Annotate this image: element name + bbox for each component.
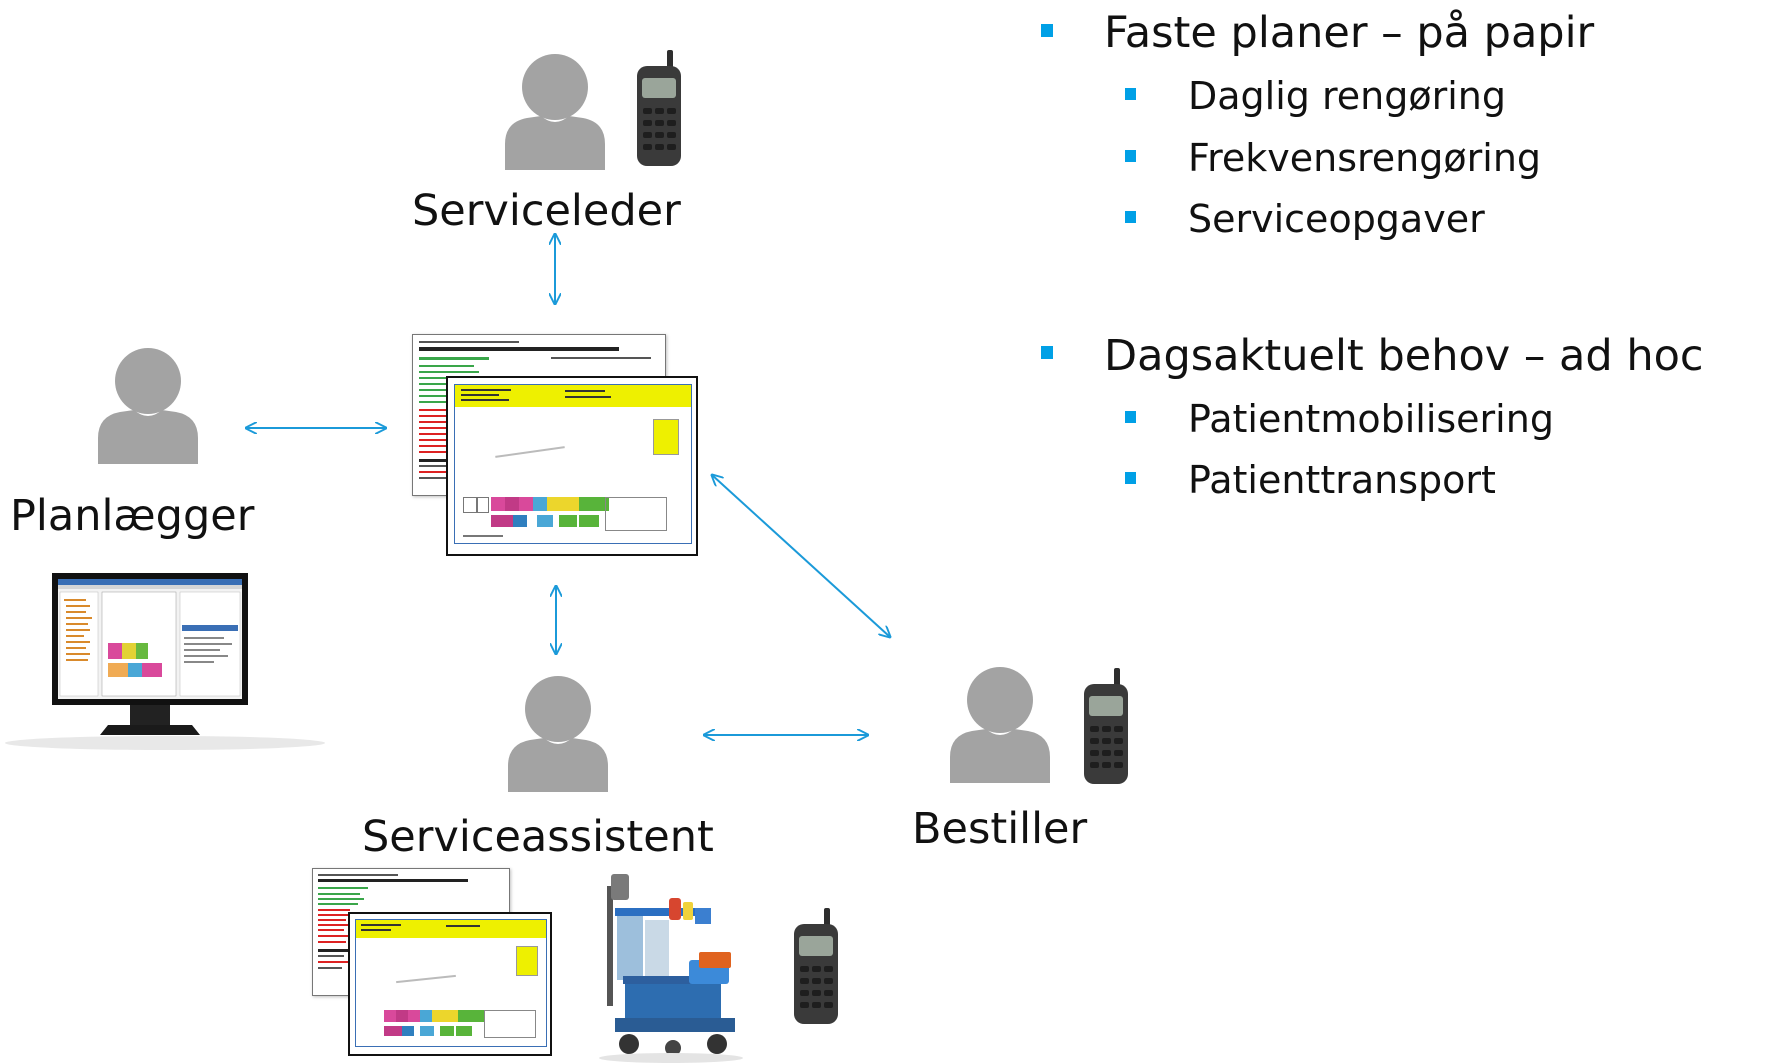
sub-bullet-frekvensrengoering: Frekvensrengøring (1188, 136, 1542, 180)
sub-bullet-marker (1125, 411, 1136, 423)
bullet-marker (1041, 346, 1053, 359)
cleaning-cart-icon (599, 874, 743, 1063)
planlaegger-person-icon (98, 348, 198, 464)
serviceleder-label: Serviceleder (412, 186, 681, 236)
serviceassistent-mobile-phone-icon (794, 908, 838, 1024)
sub-bullet-patienttransport: Patienttransport (1188, 458, 1496, 502)
sub-bullet-marker (1125, 472, 1136, 484)
sub-bullet-serviceopgaver: Serviceopgaver (1188, 197, 1485, 241)
bullet-faste-planer: Faste planer – på papir (1104, 8, 1595, 58)
serviceassistent-label: Serviceassistent (362, 812, 714, 862)
bestiller-mobile-phone-icon (1084, 668, 1128, 784)
floor-plan-document-icon (446, 376, 698, 556)
bullet-marker (1041, 24, 1053, 37)
arrow-plan-bestiller (712, 475, 890, 637)
planlaegger-label: Planlægger (10, 491, 255, 541)
serviceleder-mobile-phone-icon (637, 50, 681, 166)
sub-bullet-marker (1125, 150, 1136, 162)
computer-monitor-icon (5, 573, 325, 750)
sub-bullet-marker (1125, 88, 1136, 100)
sub-bullet-patientmobilisering: Patientmobilisering (1188, 397, 1554, 441)
bestiller-person-icon (950, 667, 1050, 783)
sub-bullet-daglig-rengoering: Daglig rengøring (1188, 74, 1506, 118)
bullet-dagsaktuelt-behov: Dagsaktuelt behov – ad hoc (1104, 331, 1704, 381)
sub-bullet-marker (1125, 211, 1136, 223)
serviceleder-person-icon (505, 54, 605, 170)
bestiller-label: Bestiller (912, 804, 1088, 854)
serviceassistent-person-icon (508, 676, 608, 792)
floor-plan-document-small-icon (348, 912, 552, 1056)
